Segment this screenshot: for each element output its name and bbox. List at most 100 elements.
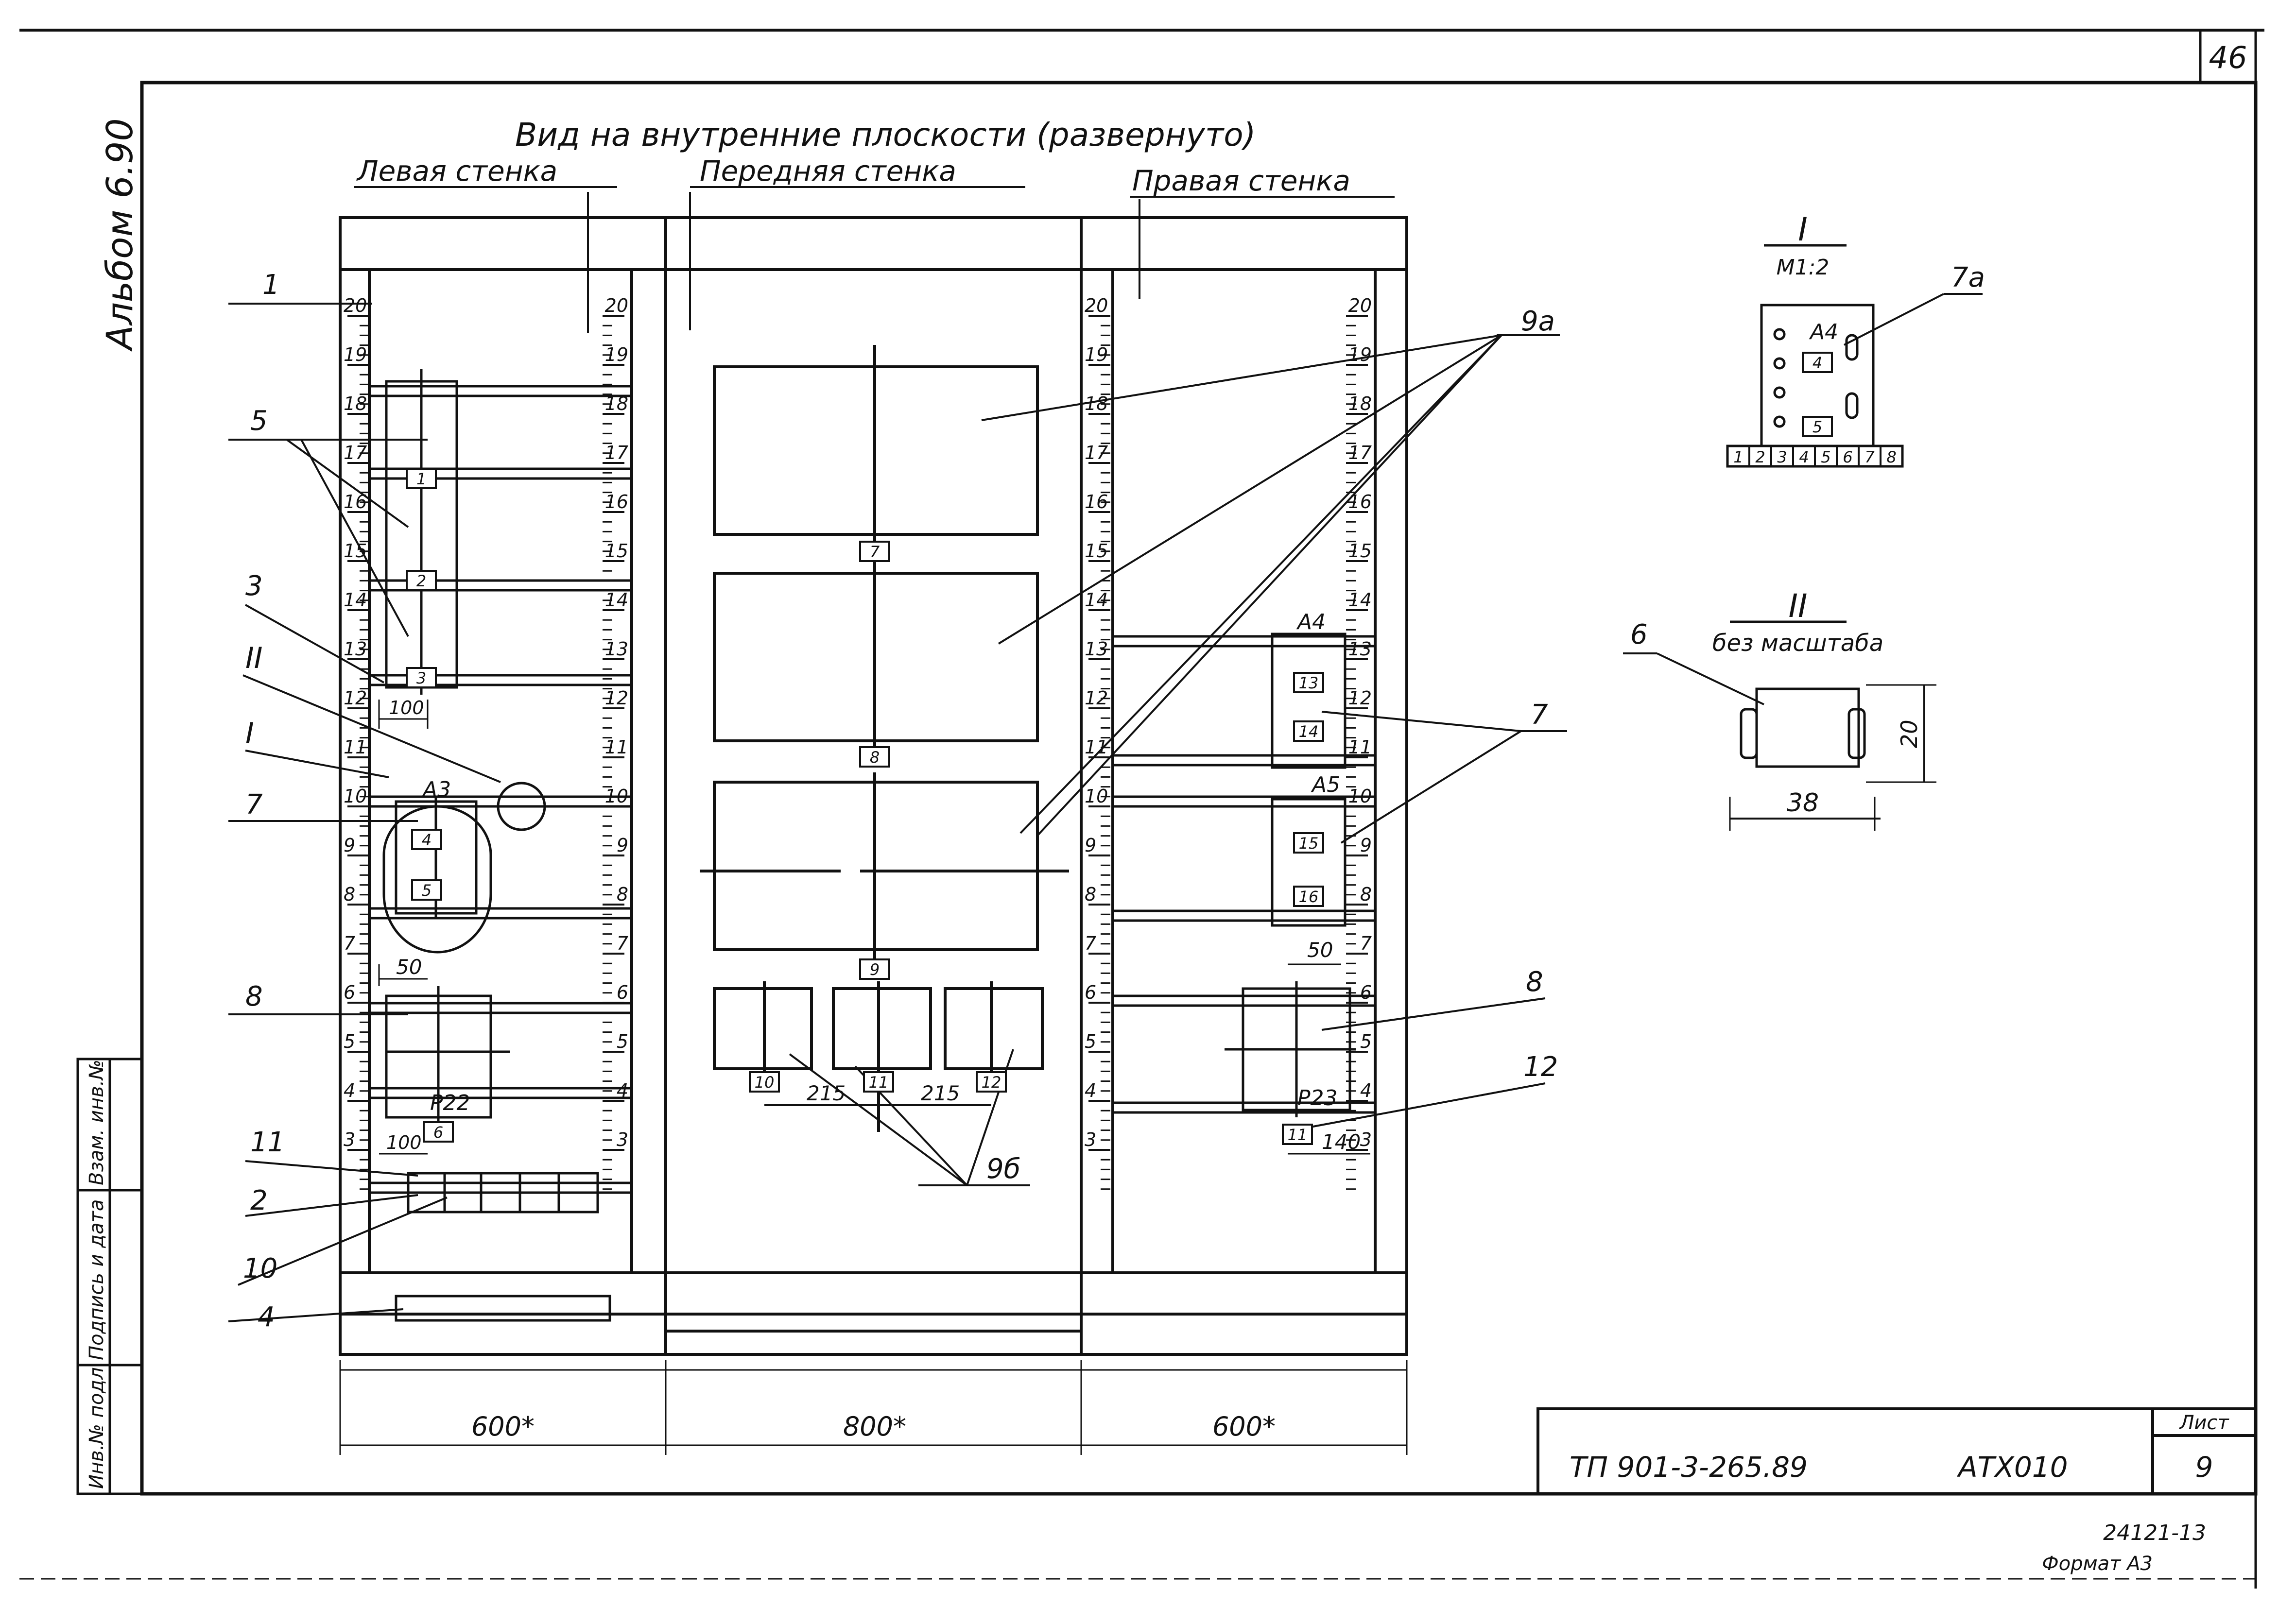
callout-10: 10 [243,1253,277,1284]
rail-scale-label: 3 [1085,1129,1096,1150]
dim-100-left: 100 [389,697,424,718]
terminal-marker: 10 [749,1071,780,1093]
doc-mark: АТХ010 [1956,1451,2068,1484]
callout-8-left: 8 [245,981,263,1012]
rail-scale-label: 18 [1348,393,1372,414]
rail-scale-label: 3 [617,1129,628,1150]
rail-scale-label: 9 [617,835,628,856]
rail-scale-label: 20 [605,295,628,316]
dim-215-a: 215 [807,1081,846,1105]
callout-2: 2 [250,1185,268,1216]
rail-scale-label: 20 [1085,295,1108,316]
detail-ii-title: II [1789,587,1808,625]
rail-scale-label: 15 [1348,540,1372,562]
rail-scale-label: 14 [1348,589,1372,611]
terminal-marker-label: 14 [1299,722,1319,741]
rail-scale-label: 5 [1360,1031,1372,1052]
strip-cell-label: 6 [1843,448,1852,466]
callout-9b: 9б [986,1153,1020,1185]
terminal-marker-label: 6 [433,1123,443,1142]
rail-scale-label: 4 [1360,1080,1372,1101]
strip-cell-label: 1 [1733,448,1743,466]
right-wall-label: Правая стенка [1132,164,1350,197]
callout-7a: 7а [1951,262,1985,293]
stamp-inv-no: Инв.№ подл. [86,1361,108,1489]
strip-cell-label: 5 [1821,448,1830,466]
dim-20: 20 [1896,719,1922,748]
right-wall-devices [1113,633,1375,1117]
rail-scale-label: 13 [344,638,367,660]
rail-scale-label: 6 [617,982,628,1003]
dim-width-right: 600* [1212,1411,1276,1442]
terminal-marker-label: 4 [1813,354,1822,372]
terminal-marker: 15 [1293,832,1324,854]
terminal-marker-label: 16 [1299,888,1319,906]
rail-scale-label: 19 [1348,344,1372,365]
strip-cell-label: 4 [1799,448,1809,466]
terminal-marker: 8 [859,746,890,768]
terminal-marker-label: 7 [870,543,880,561]
rail-scale-label: 13 [1348,638,1372,660]
sheet-frame [19,29,2264,1589]
dim-width-front: 800* [843,1411,906,1442]
rail-scale-label: 5 [344,1031,355,1052]
sheet-number: 9 [2195,1451,2213,1484]
side-stamp [76,1058,143,1495]
terminal-marker-label: 5 [1813,418,1822,436]
terminal-marker: 3 [406,667,437,688]
terminal-marker: 9 [859,958,890,980]
rail-scale-label: 5 [617,1031,628,1052]
rail-scale-label: 17 [344,442,367,463]
rail-scale-label: 9 [344,835,355,856]
rail-scale-label: 19 [605,344,628,365]
dim-100-lower: 100 [386,1132,422,1153]
rail-scale-label: 15 [344,540,367,562]
view-title: Вид на внутренние плоскости (развернуто) [515,116,1256,154]
front-wall-label: Передняя стенка [700,154,956,188]
front-wall-devices [700,345,1069,1132]
rail-scale-label: 8 [1360,884,1372,905]
rail-scale-label: 17 [1348,442,1372,463]
terminal-marker: 4 [411,829,442,850]
album-label: Альбом 6.90 [99,118,141,352]
rail-scale-label: 5 [1085,1031,1096,1052]
cabinet-outline [339,216,1408,1356]
strip-cell-label: 2 [1755,448,1765,466]
strip-cell-label: 8 [1886,448,1896,466]
dimension-lines [339,700,1408,1455]
stamp-signature-date: Подпись и дата [86,1199,108,1360]
rail-scale-label: 12 [1348,687,1372,709]
terminal-marker-label: 3 [416,669,426,687]
terminal-marker: 11 [863,1071,894,1093]
strip-cell-label: 3 [1777,448,1787,466]
rail-scale-label: 4 [344,1080,355,1101]
rail-scale-label: 19 [1085,344,1108,365]
callout-8-right: 8 [1526,966,1543,998]
rail-scale-label: 14 [605,589,628,611]
rail-scale-label: 7 [1360,933,1372,954]
callout-5: 5 [250,405,268,437]
dim-50-right: 50 [1307,938,1333,962]
terminal-marker-label: 11 [1288,1126,1308,1144]
terminal-marker: 7 [859,541,890,562]
callout-3: 3 [245,570,263,602]
left-wall-devices [369,369,632,1322]
rail-scale-label: 6 [1085,982,1096,1003]
terminal-marker-label: 10 [755,1073,775,1092]
detail-i-scale: М1:2 [1777,255,1830,280]
mounting-rails: 2019181716151413121110987654320191817161… [344,295,1372,1190]
leader-lines [228,192,1983,1322]
terminal-marker-label: 13 [1299,674,1319,692]
terminal-marker-label: 1 [416,470,426,488]
callout-12: 12 [1523,1051,1558,1083]
rail-scale-label: 7 [1085,933,1096,954]
device-a4-detail: А4 [1809,320,1838,344]
copy-number: 24121-13 [2103,1521,2206,1545]
rail-scale-label: 13 [1085,638,1108,660]
terminal-marker: 2 [406,570,437,591]
title-block [1536,1407,2257,1495]
